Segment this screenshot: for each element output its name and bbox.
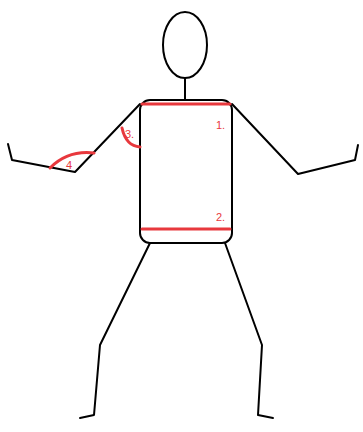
callout-number: 3. bbox=[125, 128, 134, 140]
measure-line bbox=[142, 103, 230, 106]
left-arm bbox=[8, 104, 140, 172]
right-leg bbox=[225, 243, 273, 418]
measure-line bbox=[142, 228, 230, 231]
angle-arc bbox=[122, 128, 140, 147]
left-leg bbox=[80, 243, 150, 418]
neck bbox=[184, 78, 186, 100]
callout-number: 1. bbox=[216, 119, 225, 131]
head bbox=[163, 12, 207, 78]
torso bbox=[140, 100, 232, 243]
callout-number: 2. bbox=[216, 211, 225, 223]
callout-number: 4 bbox=[66, 159, 72, 171]
right-arm bbox=[232, 104, 358, 174]
